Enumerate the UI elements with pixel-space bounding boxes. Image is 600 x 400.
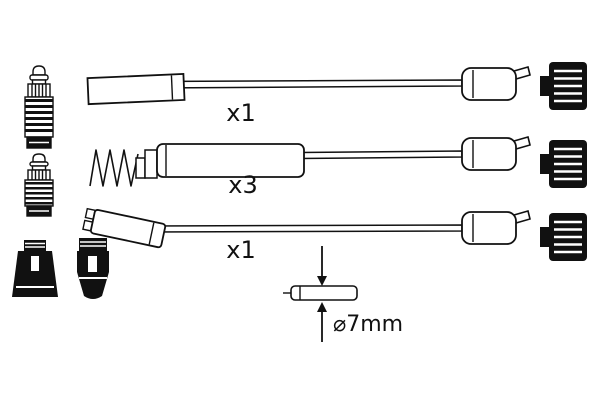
cable-body <box>156 143 305 178</box>
boot-body <box>12 251 58 297</box>
cable-wire <box>149 224 463 233</box>
cable-wire <box>149 79 463 89</box>
boot-slot <box>31 256 39 271</box>
plug-boot-connector <box>461 210 531 245</box>
plug-rib-stripes <box>25 99 53 132</box>
coil-clip <box>144 149 158 179</box>
coil-clip <box>135 157 146 179</box>
cable-wire <box>299 150 463 160</box>
straight-connector <box>86 73 186 106</box>
coil-spring-icon <box>89 149 139 187</box>
rubber-boot-icon-1 <box>538 60 589 112</box>
plug-boot-connector <box>461 136 531 171</box>
rubber-boot-icon-3 <box>538 211 589 263</box>
plug-terminal-tip <box>32 65 46 76</box>
diameter-label: ⌀7mm <box>333 312 403 337</box>
plug-insulator-hatch <box>31 84 47 97</box>
plug-rib-stripes <box>25 182 53 205</box>
quantity-label-middle: x3 <box>228 171 257 199</box>
distributor-boot-icon-1 <box>12 240 58 297</box>
diameter-measurement: ⌀7mm <box>283 246 403 342</box>
angled-connector <box>82 207 167 249</box>
cable-assembly-bottom: x1 <box>82 207 531 264</box>
distributor-boot-icon-2 <box>77 238 109 299</box>
rubber-boot-icon-2 <box>538 138 589 190</box>
arrow-up-icon <box>317 302 327 312</box>
cable-assembly-middle: x3 <box>89 136 531 199</box>
arrow-down-icon <box>317 276 327 286</box>
quantity-label-bottom: x1 <box>226 236 255 264</box>
cable-assembly-top: x1 <box>86 66 531 127</box>
quantity-label-top: x1 <box>226 99 255 127</box>
boot-body <box>77 251 109 299</box>
spark-plug-icon-2 <box>24 153 54 217</box>
spark-plug-icon-1 <box>24 65 54 149</box>
plug-boot-connector <box>461 66 531 101</box>
cable-cross-section <box>290 285 358 301</box>
boot-slot <box>88 256 97 272</box>
plug-insulator-hatch <box>31 170 47 180</box>
plug-terminal-tip <box>32 153 46 163</box>
